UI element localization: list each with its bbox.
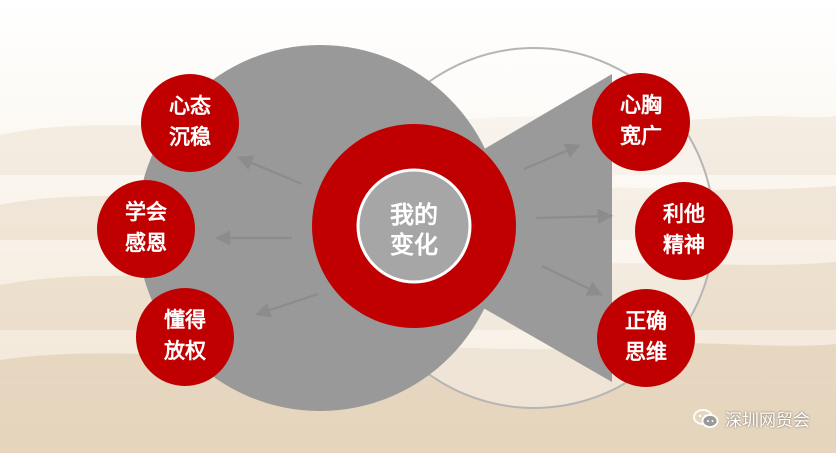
arrow-to-right-top (523, 143, 581, 171)
watermark-text: 深圳网贸会 (725, 411, 810, 431)
bubble-circle (141, 74, 239, 172)
bubble-line1: 学会 (125, 200, 167, 224)
bubble-circle (136, 288, 234, 386)
bubble-line2: 沉稳 (169, 125, 211, 149)
bubble-line1: 懂得 (164, 308, 206, 332)
left-bubble-3: 懂得 放权 (136, 288, 234, 386)
bubble-line1: 利他 (663, 202, 705, 226)
right-bubble-3: 正确 思维 (597, 289, 695, 387)
arrow-to-right-bottom (541, 265, 603, 296)
wechat-icon (693, 408, 719, 428)
left-bubble-2: 学会 感恩 (97, 180, 195, 278)
bubble-line1: 心态 (169, 94, 211, 118)
arrows (214, 143, 614, 318)
right-bubble-1: 心胸 宽广 (592, 73, 690, 171)
bubble-line1: 心胸 (620, 93, 662, 117)
bubble-circle (97, 180, 195, 278)
watermark: 深圳网贸会 (693, 406, 810, 431)
bubble-line2: 宽广 (620, 124, 662, 148)
arrow-to-left-top (237, 155, 303, 186)
arrow-to-left-bottom (255, 292, 319, 318)
center-inner-disc (356, 168, 472, 284)
bubble-line2: 精神 (663, 233, 705, 257)
center-label-line1: 我的 (390, 201, 438, 229)
bubble-line2: 思维 (625, 340, 667, 364)
left-bubble-1: 心态 沉稳 (141, 74, 239, 172)
bubble-line1: 正确 (625, 309, 667, 333)
bubble-line2: 感恩 (125, 231, 167, 255)
right-bubble-2: 利他 精神 (635, 182, 733, 280)
bubble-circle (635, 182, 733, 280)
arrow-to-right-middle (535, 208, 614, 225)
center-node: 我的 变化 (312, 124, 516, 328)
bubble-circle (592, 73, 690, 171)
bubble-line2: 放权 (163, 339, 206, 363)
bubble-circle (597, 289, 695, 387)
center-label-line2: 变化 (390, 231, 438, 259)
